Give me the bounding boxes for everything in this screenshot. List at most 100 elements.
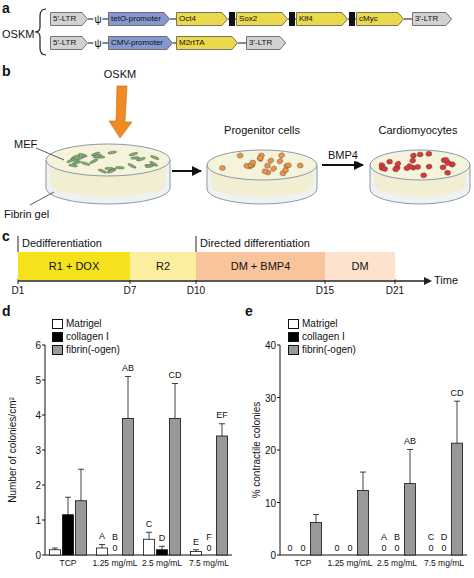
time-axis	[18, 280, 428, 282]
text-label: TCP	[60, 559, 77, 568]
tick-label: 6	[35, 340, 41, 351]
cell	[425, 163, 432, 170]
tick	[42, 555, 45, 556]
legend-swatch	[288, 332, 299, 342]
cell	[219, 165, 225, 171]
legend-swatch	[52, 345, 63, 355]
legend-swatch	[288, 345, 299, 355]
culture-dish: Cardiomyocytes	[364, 122, 472, 208]
dish-label: Fibrin gel	[4, 208, 49, 221]
legend-text: fibrin(-ogen)	[302, 344, 356, 355]
significance-mark: 0	[206, 544, 211, 554]
tick-label: 2	[35, 480, 41, 491]
bar	[311, 522, 322, 555]
error-bar	[219, 424, 225, 436]
tick-label: 4	[35, 410, 41, 421]
text-label: D15	[316, 285, 334, 296]
significance-mark: E	[193, 538, 199, 548]
element-shape	[237, 13, 288, 26]
error-bar	[52, 548, 58, 550]
cell	[444, 170, 451, 176]
bar	[63, 515, 74, 555]
arrow-label: BMP4	[327, 149, 359, 161]
backbone-line	[238, 43, 246, 44]
tick-label: 10	[265, 497, 276, 508]
cell	[276, 158, 284, 165]
tick	[42, 345, 45, 346]
gel-surface	[370, 150, 470, 180]
axis-title: % contractile colonies	[251, 402, 262, 499]
panel-letter: c	[2, 229, 10, 244]
gel-surface	[207, 150, 317, 180]
text-label: 1.25 mg/mL	[93, 559, 138, 568]
dish-label: Cardiomyocytes	[364, 124, 472, 137]
gene-element: Klf4	[296, 12, 348, 26]
dish-label: MEF	[14, 138, 37, 151]
tick	[42, 520, 45, 521]
tick-label: 0	[270, 550, 276, 561]
bar	[50, 550, 61, 555]
error-bar	[454, 401, 460, 443]
bar	[217, 436, 228, 555]
ltr-element: 5'-LTR	[50, 12, 88, 26]
promoter-element: tetO-promoter	[108, 12, 170, 26]
error-bar	[78, 469, 84, 501]
protocol-phase: R2	[130, 252, 196, 280]
text-label: TCP	[295, 559, 312, 568]
promoter-element: CMV-promoter	[108, 36, 173, 50]
cell	[98, 168, 107, 174]
protocol-phase: R1 + DOX	[18, 252, 130, 280]
significance-mark: 0	[334, 544, 339, 554]
element-shape	[297, 13, 348, 26]
tick-label: 20	[265, 445, 276, 456]
gene-element: M2rtTA	[176, 36, 238, 50]
error-bar	[407, 449, 413, 483]
significance-mark: B	[394, 533, 400, 543]
text-label: 2.5 mg/mL	[142, 559, 182, 568]
cell	[409, 157, 416, 164]
cell	[278, 152, 285, 159]
element-label: 3'-LTR	[249, 38, 272, 47]
bar	[452, 443, 463, 555]
cell	[89, 158, 98, 164]
cell	[264, 163, 270, 168]
tick-label: 30	[265, 392, 276, 403]
tick-label: 40	[265, 340, 276, 351]
cell	[420, 172, 427, 178]
significance-mark: A	[381, 533, 387, 543]
cell	[93, 154, 102, 159]
text-label: D21	[386, 285, 404, 296]
text-label: 7.5 mg/mL	[424, 559, 464, 568]
cell	[297, 163, 303, 168]
significance-mark: D	[159, 534, 166, 544]
cell	[81, 161, 90, 166]
packaging-signal: ψ	[93, 14, 102, 25]
protocol-phase: DM	[325, 252, 395, 280]
cell	[417, 152, 423, 157]
phase-mark	[18, 236, 19, 252]
element-shape	[109, 13, 170, 26]
significance-mark: 0	[347, 544, 352, 554]
legend-text: collagen I	[302, 331, 345, 342]
x-axis	[280, 555, 467, 556]
element-shape	[247, 37, 286, 50]
legend-text: Matrigel	[66, 318, 102, 329]
legend-swatch	[52, 319, 63, 329]
text-label: 2.5 mg/mL	[377, 559, 417, 568]
element-label: DM + BMP4	[231, 260, 291, 273]
cell	[414, 164, 420, 170]
element-label: R2	[156, 260, 170, 273]
element-label: 5'-LTR	[53, 38, 76, 47]
error-bar	[65, 497, 71, 515]
phase-mark	[196, 236, 197, 252]
leader-line	[30, 192, 54, 205]
backbone-line	[288, 19, 296, 20]
tick	[42, 485, 45, 486]
error-bar	[172, 384, 178, 419]
significance-mark: CD	[451, 389, 464, 399]
cell	[403, 165, 410, 171]
tick	[277, 450, 280, 451]
bar	[144, 539, 155, 555]
tick-label: 3	[35, 445, 41, 456]
packaging-signal: ψ	[93, 38, 102, 49]
